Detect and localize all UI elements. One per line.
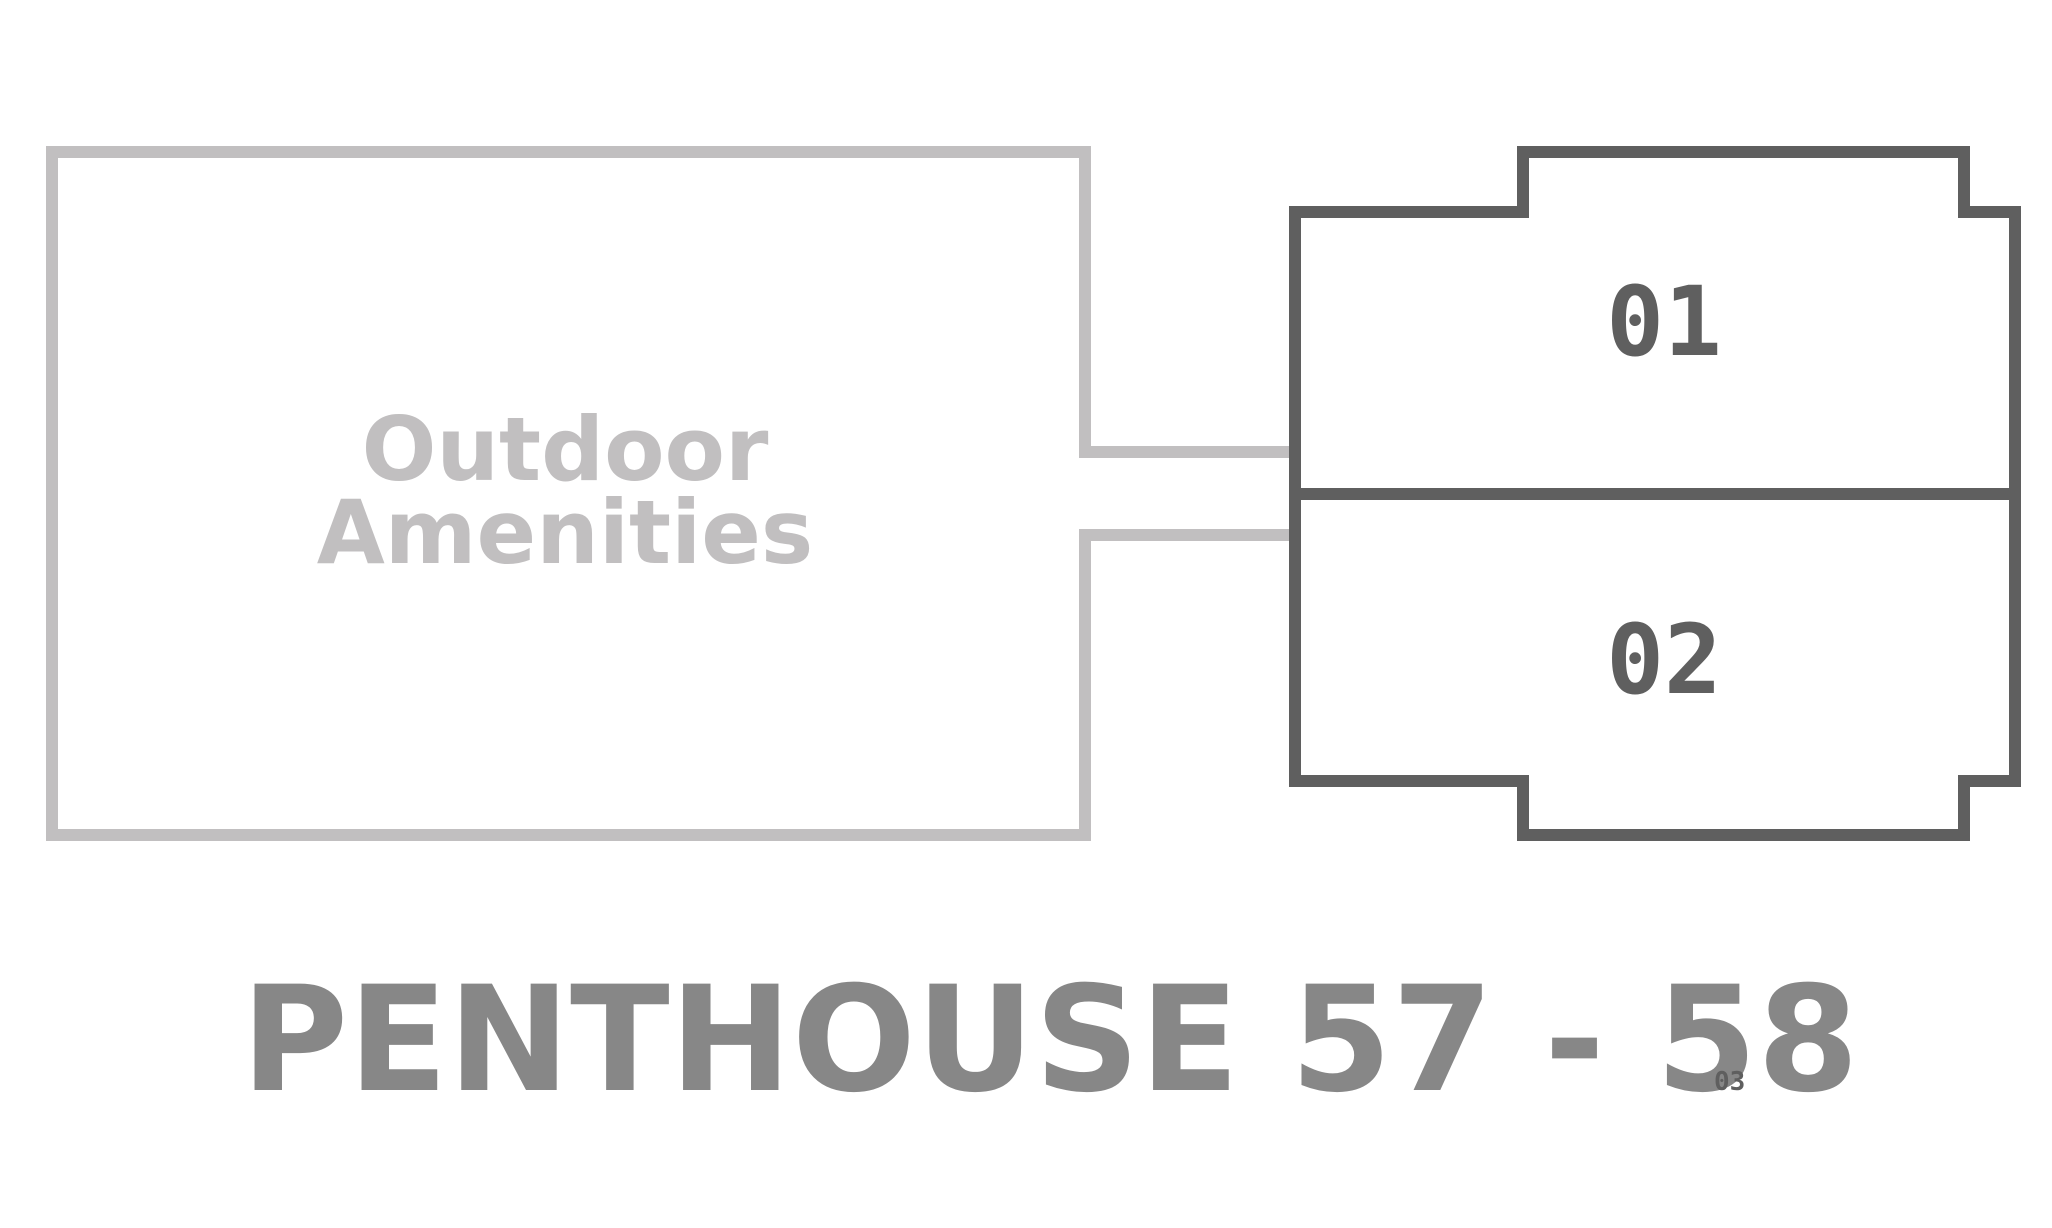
unit-02[interactable]: 02 [1606, 604, 1722, 716]
unit-02-label: 02 [1606, 604, 1722, 716]
amenities-label-line1: Outdoor [362, 398, 769, 501]
amenities-outline [46, 146, 1290, 841]
amenities-label-line2: Amenities [317, 481, 814, 584]
plan-title: PENTHOUSE 57 - 58 03 [241, 955, 1859, 1125]
units-outline [1289, 146, 2021, 841]
penthouse-units: 01 02 [1289, 146, 2021, 841]
outdoor-amenities-area[interactable]: Outdoor Amenities [46, 146, 1290, 841]
penthouse-title: PENTHOUSE 57 - 58 [241, 955, 1859, 1125]
unit-01-label: 01 [1606, 266, 1722, 378]
unit-01[interactable]: 01 [1606, 266, 1722, 378]
title-suffix: 03 [1714, 1067, 1745, 1097]
